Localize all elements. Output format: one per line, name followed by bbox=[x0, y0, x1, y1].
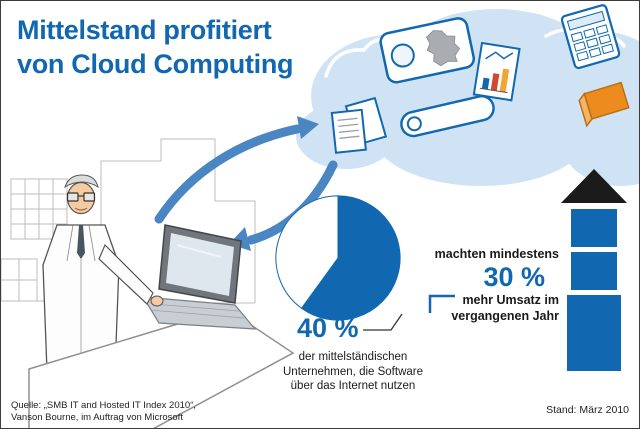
laptop bbox=[141, 224, 257, 330]
consultant-arm bbox=[98, 243, 164, 307]
slider-icon bbox=[400, 95, 495, 138]
revenue-value: 30 % bbox=[483, 262, 545, 292]
bar-chart-document-icon bbox=[472, 41, 521, 102]
pie-stat-caption: der mittelständischen Unternehmen, die S… bbox=[251, 350, 455, 394]
source-note: Quelle: „SMB IT and Hosted IT Index 2010… bbox=[11, 400, 196, 424]
date-stamp: Stand: März 2010 bbox=[546, 404, 629, 416]
revenue-caption-line1: mehr Umsatz im bbox=[462, 293, 559, 307]
consultant-figure bbox=[42, 174, 120, 372]
source-line2: Vanson Bourne, im Auftrag von Microsoft bbox=[11, 412, 183, 423]
pie-slice bbox=[300, 195, 401, 321]
upload-arrow-icon bbox=[154, 116, 319, 224]
revenue-intro: machten mindestens bbox=[434, 247, 559, 261]
pie-leader-line bbox=[363, 313, 403, 331]
pie-caption-line2: Unternehmen, die Software bbox=[283, 365, 423, 378]
source-line1: Quelle: „SMB IT and Hosted IT Index 2010… bbox=[11, 400, 196, 411]
growth-arrow-icon bbox=[561, 169, 627, 371]
calculator-icon bbox=[560, 4, 621, 70]
orange-book-icon bbox=[578, 81, 630, 128]
germany-map-icon bbox=[379, 17, 476, 84]
pie-caption-line1: der mittelständischen bbox=[298, 351, 408, 363]
revenue-stat: machten mindestens 30 % mehr Umsatz im v… bbox=[399, 247, 559, 324]
documents-icon bbox=[330, 96, 388, 154]
revenue-bracket-line bbox=[428, 294, 455, 313]
page-title: Mittelstand profitiert von Cloud Computi… bbox=[17, 13, 294, 81]
pie-chart bbox=[275, 195, 401, 321]
pie-stat-value: 40 % bbox=[297, 313, 359, 343]
glasses-icon bbox=[66, 192, 96, 202]
page-title-line2: von Cloud Computing bbox=[17, 49, 294, 79]
pie-slice bbox=[275, 195, 339, 309]
page-title-line1: Mittelstand profitiert bbox=[17, 15, 272, 45]
revenue-caption-line2: vergangenen Jahr bbox=[451, 308, 559, 323]
pie-caption-line3: über das Internet nutzen bbox=[290, 380, 416, 392]
